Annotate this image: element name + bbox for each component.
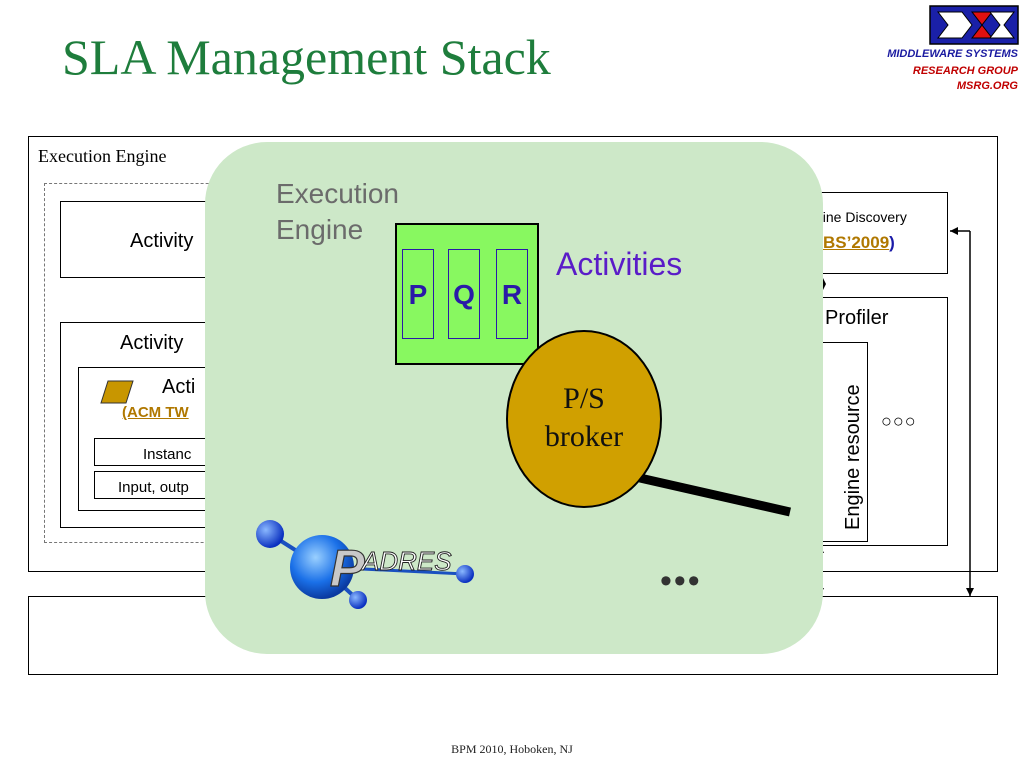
acm-reference: (ACM TW — [122, 404, 189, 421]
engine-discovery-label: gine Discovery — [815, 209, 907, 225]
ps-broker-line-1: P/S — [563, 382, 605, 415]
svg-text:P: P — [330, 540, 365, 598]
overlay-execution-engine-label: Execution Engine — [276, 176, 399, 248]
overlay-execution-engine-line-2: Engine — [276, 214, 364, 245]
overlay-ellipsis: ••• — [660, 562, 702, 600]
engine-discovery-reference: BS’2009) — [823, 233, 895, 253]
slide-title: SLA Management Stack — [62, 29, 551, 85]
activity-p: P — [402, 249, 434, 339]
slide-footer: BPM 2010, Hoboken, NJ — [451, 742, 573, 756]
msrg-logo-icon — [929, 5, 1019, 45]
instance-field-label: Instanc — [143, 446, 192, 463]
padres-logo-text: ADRES — [360, 546, 452, 576]
logo-line-3: MSRG.ORG — [956, 80, 1018, 92]
padres-logo: P ADRES — [250, 512, 480, 612]
ps-broker-line-2: broker — [544, 420, 624, 453]
activity-r: R — [496, 249, 528, 339]
engine-discovery-ref-text: BS’2009 — [823, 233, 890, 252]
padres-logo-icon: P ADRES — [256, 520, 474, 609]
engine-discovery-ref-close: ) — [889, 233, 895, 252]
profiler-label: Profiler — [825, 307, 889, 329]
logo-line-2: RESEARCH GROUP — [912, 65, 1018, 77]
activity-q: Q — [448, 249, 480, 339]
ooo-label: ○○○ — [881, 411, 917, 431]
activity-icon — [100, 380, 134, 404]
msrg-logo — [928, 4, 1020, 46]
activities-label: Activities — [556, 246, 683, 282]
activity-manager-label: Activity — [120, 332, 184, 354]
activity-box-top-label: Activity — [130, 230, 194, 252]
logo-line-1: MIDDLEWARE SYSTEMS — [887, 48, 1018, 60]
input-output-label: Input, outp — [118, 479, 189, 496]
execution-engine-label: Execution Engine — [38, 146, 167, 166]
activity-inner-label: Acti — [162, 376, 196, 398]
ps-broker: P/S broker — [506, 330, 662, 508]
overlay-execution-engine-line-1: Execution — [276, 178, 399, 209]
activities-container: P Q R — [395, 223, 539, 365]
